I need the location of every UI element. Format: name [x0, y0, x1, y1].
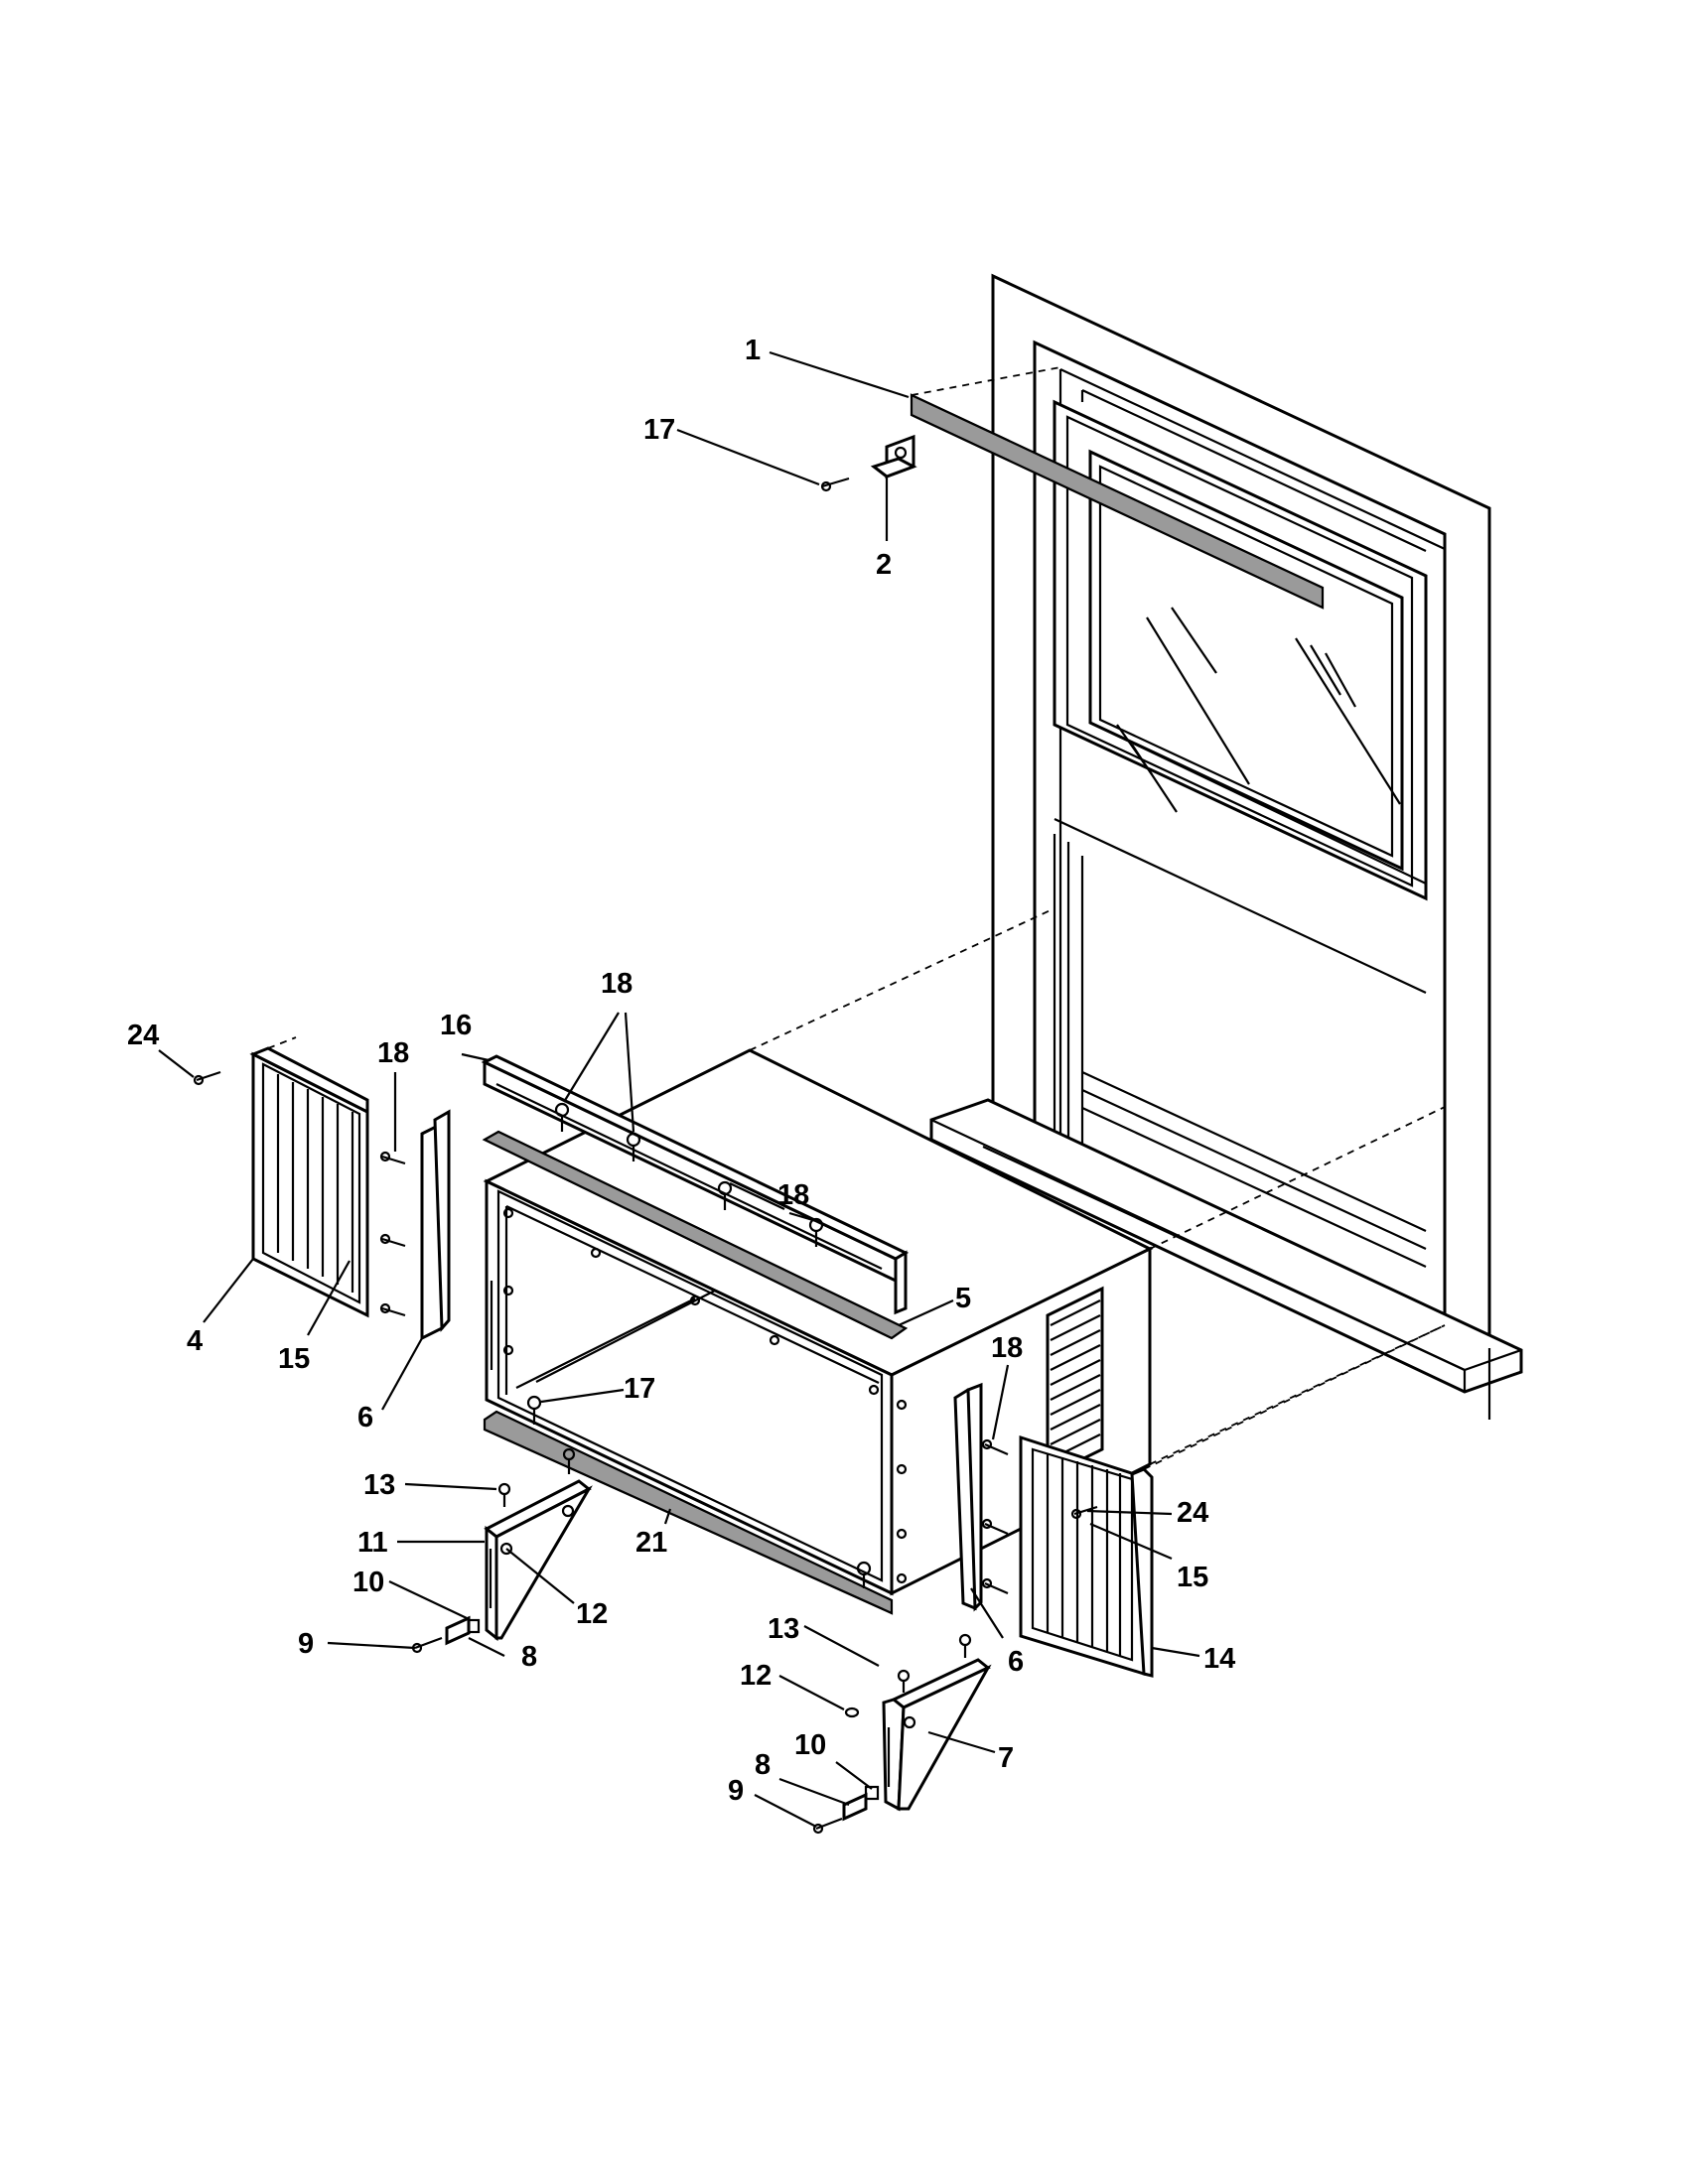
- top-seal-strip: [910, 366, 1325, 610]
- callout-13-right: 13: [768, 1613, 799, 1645]
- callout-7: 7: [998, 1742, 1014, 1774]
- right-curtain-frame: [953, 1382, 983, 1612]
- leader-lines: [158, 350, 1200, 1828]
- callout-13-left: 13: [363, 1469, 395, 1501]
- callout-9-right: 9: [728, 1775, 744, 1807]
- callout-15-left: 15: [278, 1343, 310, 1375]
- top-rail-channel: [481, 1054, 910, 1315]
- callout-12-left: 12: [576, 1598, 608, 1630]
- callout-6-right: 6: [1008, 1646, 1024, 1678]
- callout-4: 4: [187, 1325, 203, 1357]
- callout-18-left: 18: [377, 1037, 409, 1069]
- top-bracket-screw: [820, 477, 850, 492]
- left-support-bracket: [484, 1479, 593, 1642]
- right-curtain-screws: [981, 1438, 1098, 1595]
- top-foam-seal: [482, 1130, 909, 1340]
- callout-17-top: 17: [643, 414, 675, 446]
- callout-24-right: 24: [1177, 1497, 1208, 1529]
- top-mounting-bracket: [870, 434, 917, 479]
- left-side-curtain: [249, 1036, 369, 1318]
- callout-16: 16: [440, 1010, 472, 1041]
- callout-5: 5: [955, 1283, 971, 1314]
- cabinet-top-screws: [526, 1102, 872, 1588]
- right-support-bracket: [882, 1658, 992, 1812]
- callout-21: 21: [635, 1527, 667, 1559]
- callout-15-right: 15: [1177, 1562, 1208, 1593]
- callout-8-right: 8: [755, 1749, 771, 1781]
- callout-11: 11: [357, 1527, 388, 1559]
- callout-12-right: 12: [740, 1660, 772, 1692]
- callout-1: 1: [745, 335, 761, 366]
- callout-18-top: 18: [601, 968, 633, 1000]
- callout-6-left: 6: [357, 1402, 373, 1433]
- window-frame: [929, 273, 1523, 1420]
- right-side-curtain: [1019, 1324, 1446, 1678]
- callout-14: 14: [1203, 1643, 1235, 1675]
- callout-18-right: 18: [991, 1332, 1023, 1364]
- callout-2: 2: [876, 549, 892, 581]
- callout-8-left: 8: [521, 1641, 537, 1673]
- right-bracket-hardware: [812, 1633, 972, 1835]
- callout-10-right: 10: [794, 1729, 826, 1761]
- left-curtain-screws: [193, 1070, 406, 1317]
- left-curtain-frame: [420, 1109, 451, 1341]
- left-bracket-hardware: [411, 1447, 576, 1654]
- bottom-foam-seal: [483, 1410, 894, 1615]
- callout-10-left: 10: [352, 1567, 384, 1598]
- callout-24-left: 24: [127, 1020, 159, 1051]
- callout-17-middle: 17: [624, 1373, 655, 1405]
- callout-18-middle: 18: [777, 1179, 809, 1211]
- callout-9-left: 9: [298, 1628, 314, 1660]
- callout-labels: 1 17 2 18 16 24 18 18 4 15 6 5 17 18 13 …: [127, 335, 1235, 1807]
